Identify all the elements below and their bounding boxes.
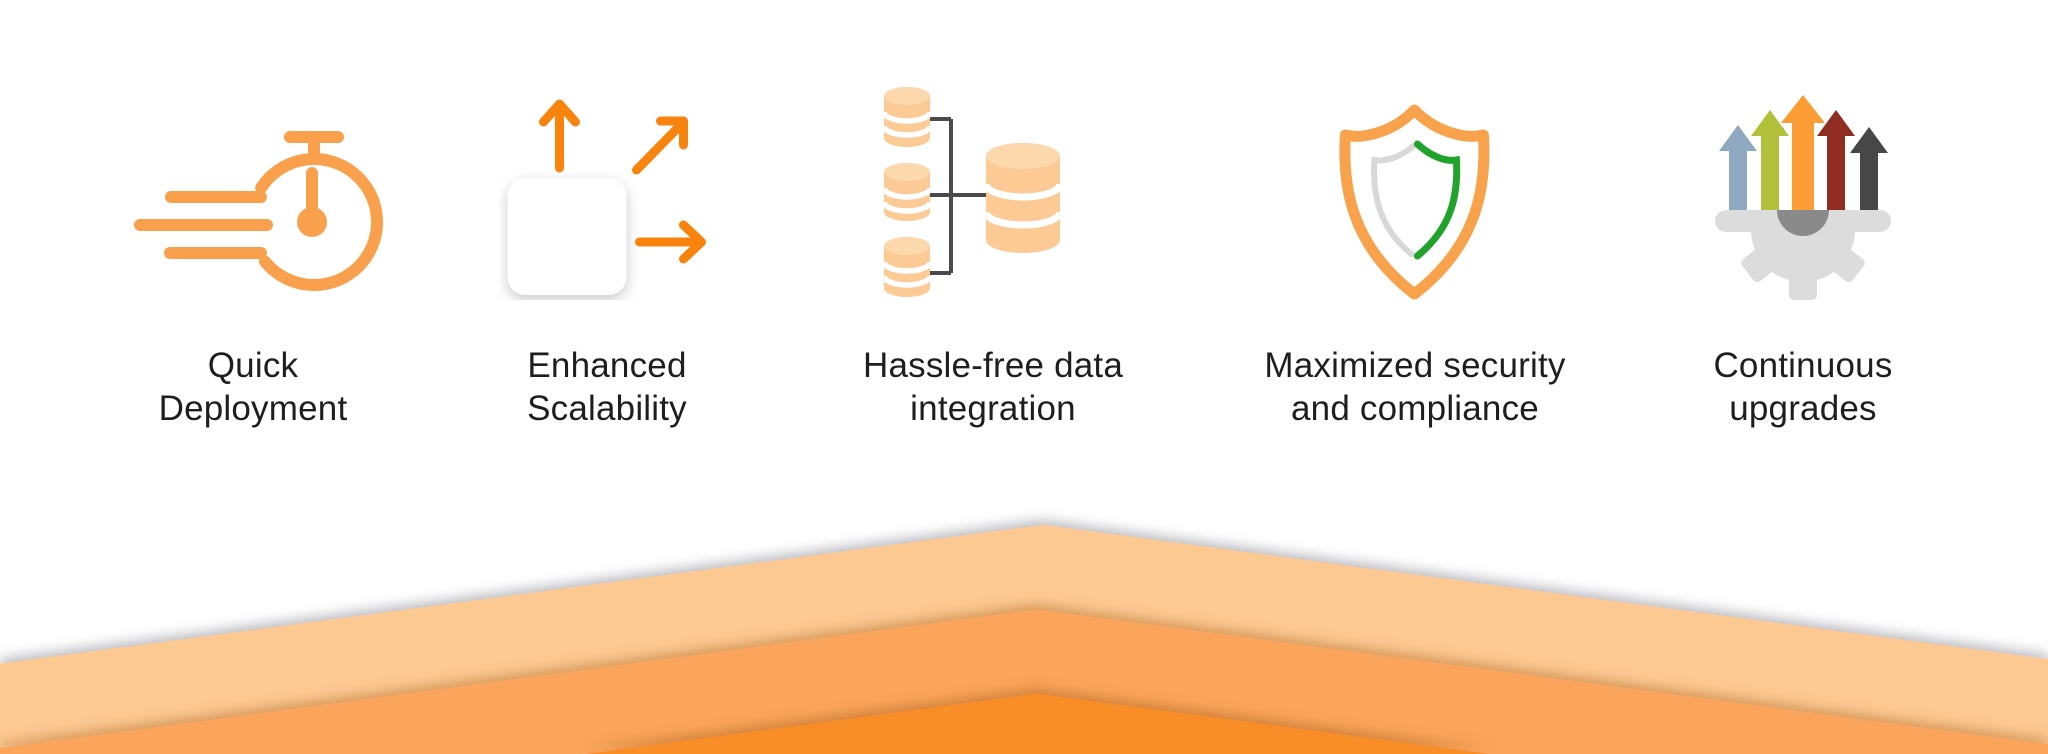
feature-label-security-compliance: Maximized security and compliance	[1264, 346, 1566, 428]
feature-quick-deployment: Quick Deployment	[118, 85, 388, 430]
feature-label-data-integration: Hassle-free data integration	[863, 346, 1123, 428]
feature-continuous-upgrades: Continuous upgrades	[1703, 85, 1903, 430]
feature-label-continuous-upgrades: Continuous upgrades	[1713, 346, 1893, 428]
database-integration-icon	[878, 85, 1108, 300]
shield-icon	[1337, 85, 1493, 300]
feature-enhanced-scalability: Enhanced Scalability	[500, 85, 715, 430]
feature-data-integration: Hassle-free data integration	[863, 85, 1123, 430]
scale-arrows-icon	[500, 85, 715, 300]
feature-label-enhanced-scalability: Enhanced Scalability	[527, 346, 687, 428]
stopwatch-icon	[118, 85, 388, 300]
upgrade-arrows-gear-icon	[1703, 85, 1903, 300]
feature-security-compliance: Maximized security and compliance	[1264, 85, 1565, 430]
feature-label-quick-deployment: Quick Deployment	[158, 346, 348, 428]
